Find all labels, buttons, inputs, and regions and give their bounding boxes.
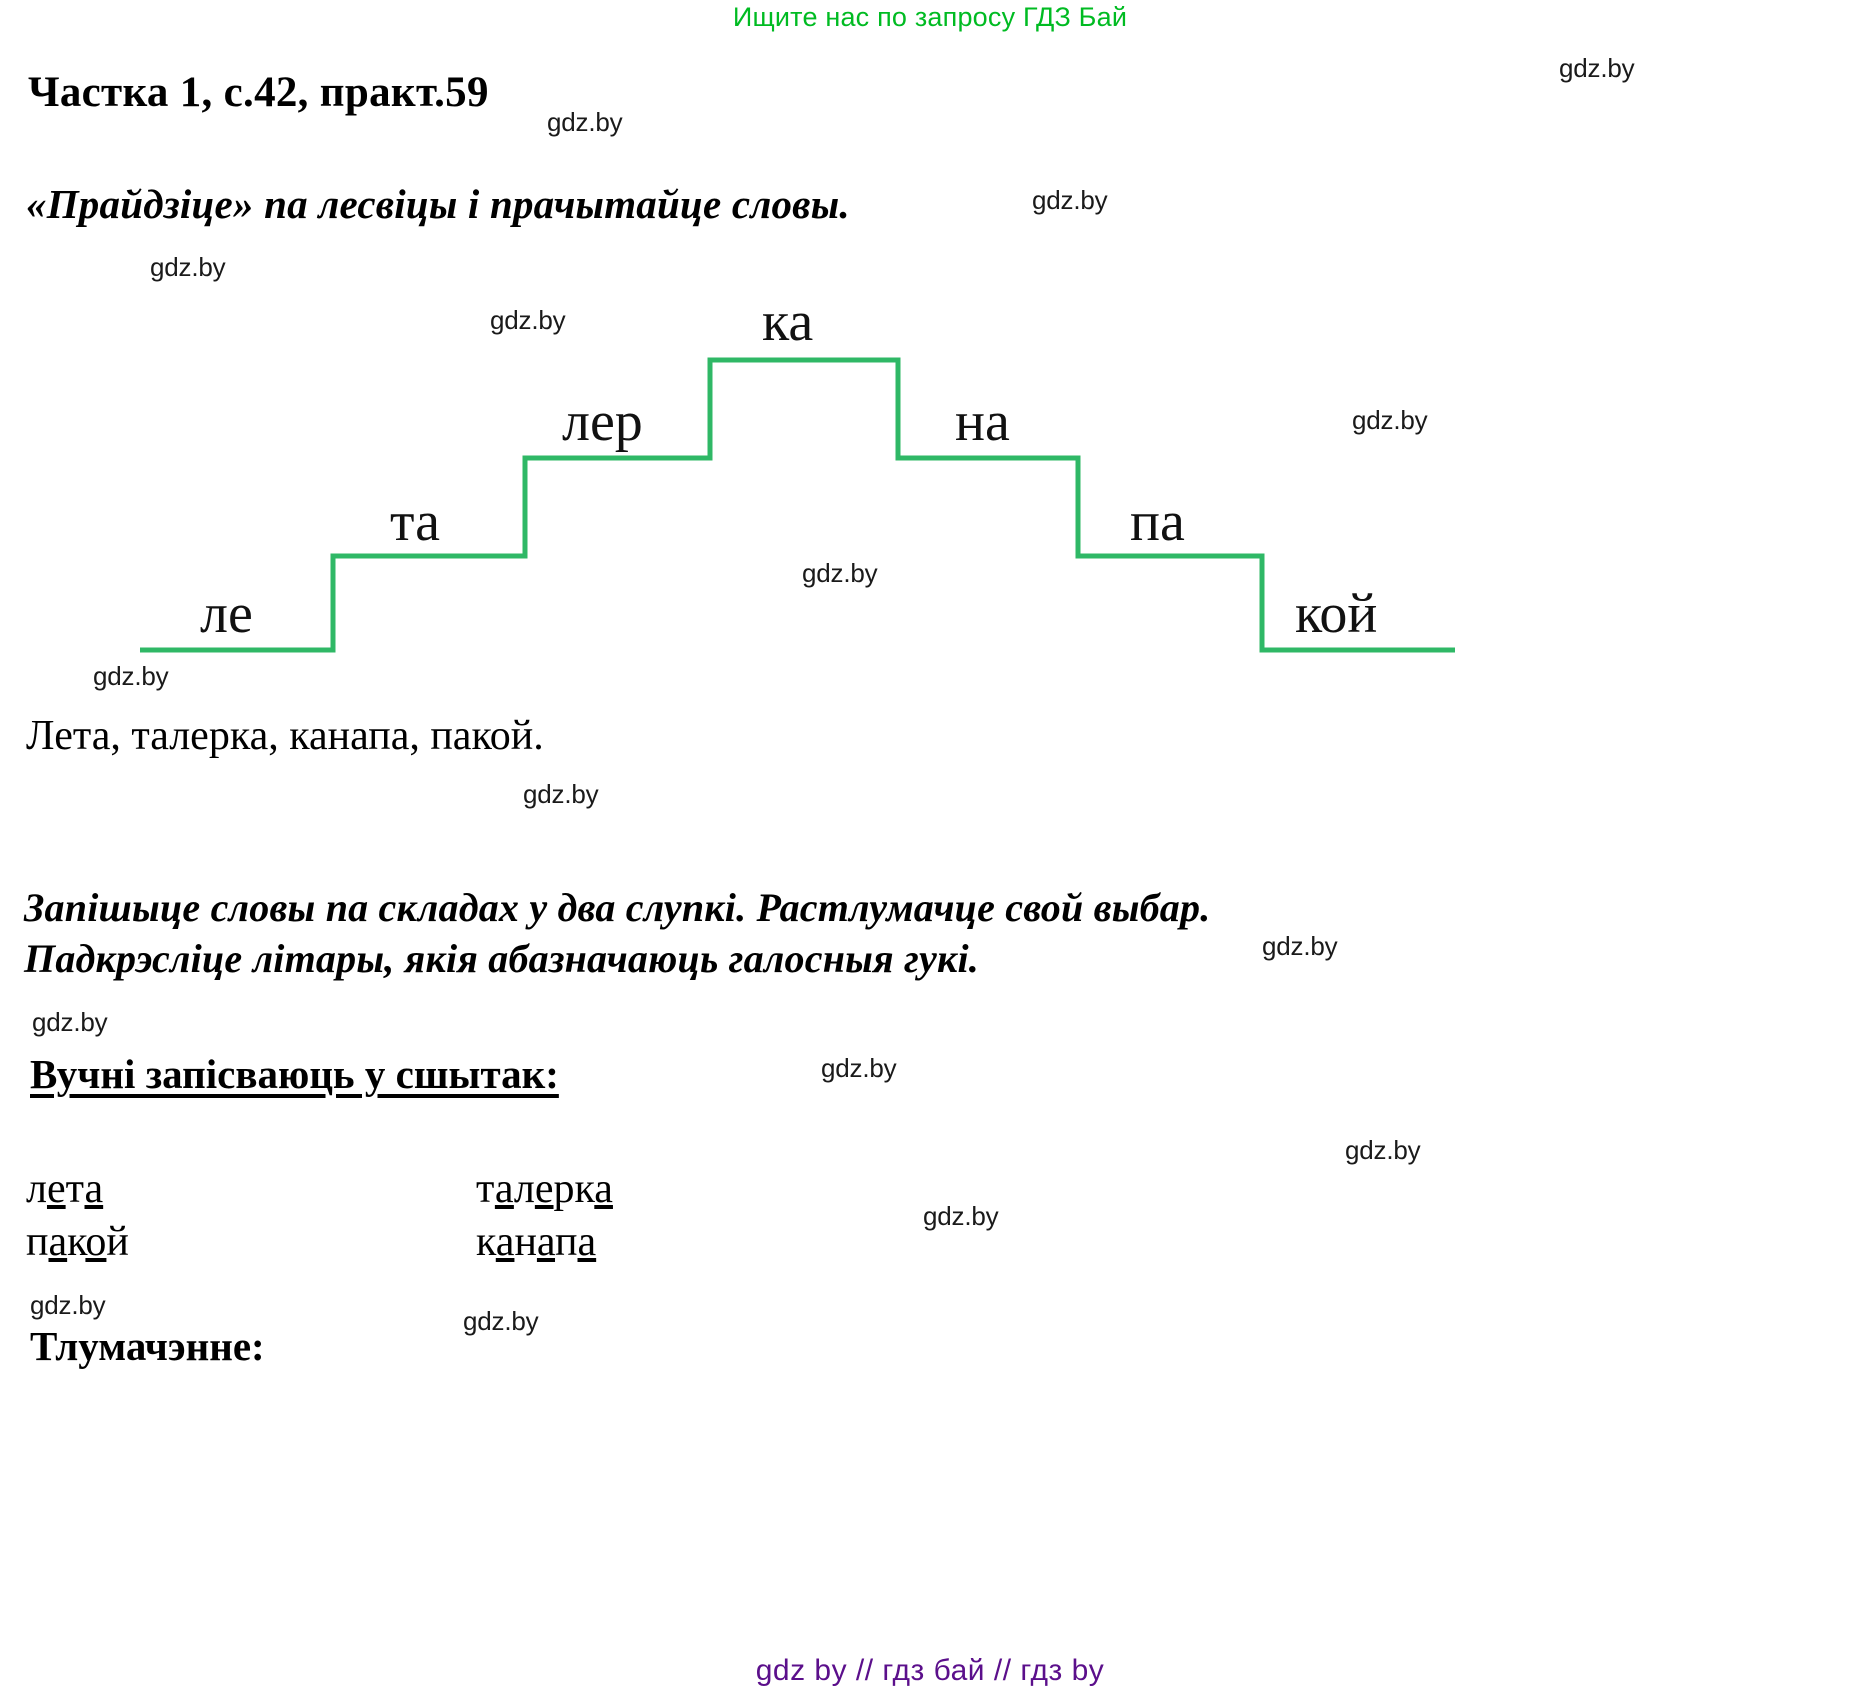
watermark-label: gdz.by [1559,53,1635,83]
watermark-label: gdz.by [32,1007,108,1037]
staircase-syllable: та [390,491,441,553]
staircase-syllable: лер [562,391,643,453]
notebook-heading: Вучні запісваюць у сшытак: [30,1051,559,1097]
word-segment: л [513,1166,535,1212]
underlined-vowel: а [536,1219,556,1265]
underlined-vowel: а [495,1219,515,1265]
watermark-label: gdz.by [1262,931,1338,961]
explanation-heading: Тлумачэнне: [30,1323,265,1369]
word-segment: т [65,1166,85,1212]
watermark-label: gdz.by [1032,185,1108,215]
watermark-label: gdz.by [523,779,599,809]
word-segment: к [476,1219,496,1265]
underlined-vowel: а [84,1166,104,1212]
watermark-label: gdz.by [547,107,623,137]
word-segment: п [26,1219,49,1265]
instruction-text-2-line-2: Падкрэсліце літары, якія абазначаюць гал… [24,936,979,981]
word-segment: к [67,1219,86,1265]
watermark-label: gdz.by [923,1201,999,1231]
underlined-vowel: е [46,1166,66,1212]
underlined-vowel: е [534,1166,554,1212]
word-right-row-1: талерка [476,1165,613,1213]
word-segment: й [106,1219,129,1265]
underlined-vowel: а [577,1219,597,1265]
answer-sentence: Лета, талерка, канапа, пакой. [26,713,544,759]
site-footer: gdz by // гдз бай // гдз by [755,1654,1105,1687]
watermark-label: gdz.by [821,1053,897,1083]
word-left-row-1: лета [26,1165,103,1213]
staircase-syllable: кой [1295,583,1378,645]
instruction-text-2-line-1: Запішыце словы па складах у два слупкі. … [24,885,1211,930]
staircase-line [140,357,1455,653]
word-segment: т [476,1166,495,1212]
staircase-syllable: ле [200,583,253,645]
staircase-diagram: ле та лер ка на па кой [0,262,1860,682]
watermark-label: gdz.by [30,1290,106,1320]
underlined-vowel: а [494,1166,514,1212]
word-left-row-2: пакой [26,1218,129,1266]
page-title: Частка 1, с.42, практ.59 [28,69,489,116]
watermark-label: gdz.by [1345,1135,1421,1165]
staircase-syllable: па [1130,491,1185,553]
word-right-row-2: канапа [476,1218,596,1266]
word-segment: рк [553,1166,595,1212]
staircase-syllable: на [955,391,1010,453]
word-segment: л [26,1166,47,1212]
underlined-vowel: о [85,1219,107,1265]
word-segment: п [555,1219,578,1265]
promo-banner: Ищите нас по запросу ГДЗ Бай [732,2,1128,32]
watermark-label: gdz.by [463,1306,539,1336]
word-segment: н [514,1219,537,1265]
instruction-text-1: «Прайдзіце» па лесвіцы і прачытайце слов… [26,181,850,227]
underlined-vowel: а [594,1166,613,1212]
underlined-vowel: а [48,1219,68,1265]
staircase-syllable: ка [762,291,814,353]
